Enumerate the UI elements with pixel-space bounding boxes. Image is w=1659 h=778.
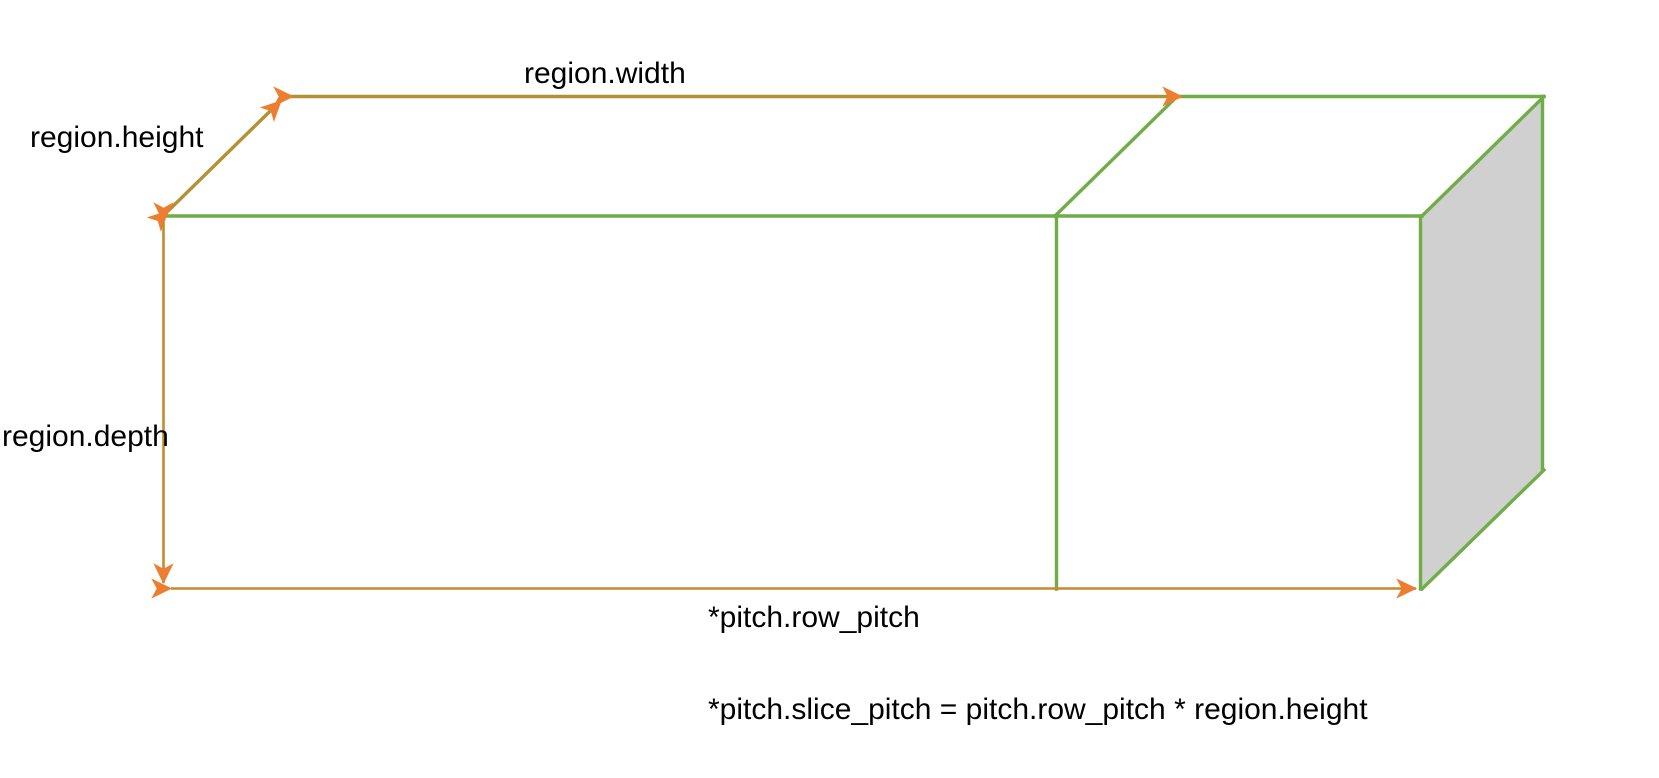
label-region-width: region.width [524,57,686,90]
label-region-depth: region.depth [2,420,169,453]
label-row-pitch: *pitch.row_pitch [708,601,920,634]
arrow-region-height [146,100,282,233]
dimension-arrows [146,86,1418,599]
edge-bottom-right-depth [1419,467,1547,592]
label-region-height: region.height [30,121,204,154]
edge-top-right-depth [1419,94,1547,219]
label-slice-pitch: *pitch.slice_pitch = pitch.row_pitch * r… [708,693,1368,726]
edge-slice-divider-top [1052,94,1180,219]
box-edges [160,94,1547,592]
right-face-shaded [1422,96,1544,589]
